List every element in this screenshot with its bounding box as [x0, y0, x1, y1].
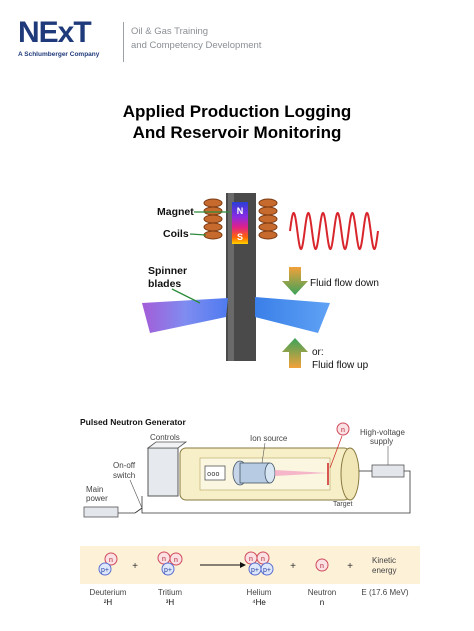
deuterium-particle: [98, 552, 118, 576]
neutron-figure-title: Pulsed Neutron Generator: [80, 417, 186, 427]
coils-leader: [189, 233, 207, 236]
helium-p1: p+: [251, 567, 259, 574]
neutron-n: n: [320, 563, 324, 570]
helium-n1: n: [249, 556, 253, 563]
controls-box: [147, 447, 179, 497]
neutron-name: Neutron: [308, 588, 336, 597]
title-line1: Applied Production Logging: [122, 102, 352, 121]
tagline-line1: Oil & Gas Training: [131, 26, 209, 37]
tritium-n2: n: [174, 557, 178, 564]
flow-up-label-line1: or:: [312, 347, 324, 358]
energy-name: E (17.6 MeV): [361, 588, 408, 597]
coil-element: [204, 465, 226, 481]
high-voltage-label-line2: supply: [370, 437, 393, 446]
title-line2: And Reservoir Monitoring: [132, 123, 342, 142]
flow-up-label-line2: Fluid flow up: [312, 360, 369, 371]
neutron-symbol: n: [341, 427, 345, 434]
logo-text: NExT: [18, 16, 92, 49]
pole-s-label: S: [237, 232, 243, 242]
helium-symbol: ⁴He: [252, 598, 266, 607]
coils: [203, 198, 278, 240]
high-voltage-supply: [371, 464, 405, 478]
tagline-line2: and Competency Development: [131, 40, 262, 51]
flow-down-label: Fluid flow down: [310, 278, 379, 289]
magnet-label: Magnet: [157, 206, 194, 218]
spinner-leader: [171, 288, 201, 304]
neutron-symbol-label: n: [320, 598, 324, 607]
plus-3: +: [347, 561, 353, 572]
deuterium-p: p+: [101, 567, 109, 574]
svg-text:ooo: ooo: [207, 471, 220, 479]
spinner-blade-right: [255, 297, 330, 333]
emitted-neutron: [336, 422, 350, 436]
flow-down-arrow: [282, 267, 308, 295]
onoff-label-line2: switch: [113, 471, 135, 480]
ion-beam: [275, 470, 328, 476]
helium-n2: n: [261, 556, 265, 563]
kinetic-energy-line2: energy: [372, 566, 396, 575]
tool-highlight: [228, 193, 234, 361]
plus-2: +: [290, 561, 296, 572]
magnet: [232, 202, 248, 244]
controls-label: Controls: [150, 433, 180, 442]
signal-wave: [289, 211, 379, 251]
tritium-symbol: ³H: [166, 598, 175, 607]
fusion-reaction-diagram: n p+ + n n p+ n n p+ p+ + n + Kinetic en…: [80, 546, 420, 607]
tritium-particle: [157, 551, 183, 576]
company-logo: NExT A Schlumberger Company: [18, 18, 118, 68]
helium-name: Helium: [247, 588, 272, 597]
tritium-n1: n: [162, 556, 166, 563]
main-power-box: [83, 506, 119, 518]
deuterium-name: Deuterium: [90, 588, 127, 597]
neutron-generator-diagram: Pulsed Neutron Generator Controls ooo Io…: [80, 417, 411, 518]
main-power-label-line2: power: [86, 494, 108, 503]
page-title: Applied Production Logging And Reservoir…: [0, 101, 474, 143]
tritium-name: Tritium: [158, 588, 182, 597]
plus-1: +: [132, 561, 138, 572]
helium-particle: [244, 551, 274, 576]
spinner-flowmeter-diagram: N S Magnet Coils Spinner blades Fluid fl…: [142, 193, 379, 371]
flow-up-arrow: [282, 338, 308, 368]
onoff-label-line1: On-off: [113, 461, 136, 470]
spinner-blade-left: [142, 298, 228, 333]
logo-subtext: A Schlumberger Company: [18, 51, 100, 58]
spinner-label-line1: Spinner: [148, 265, 187, 277]
coils-label: Coils: [163, 228, 189, 240]
neutron-particle: [315, 558, 329, 572]
spinner-label-line2: blades: [148, 278, 181, 290]
helium-p2: p+: [263, 567, 271, 574]
tagline: Oil & Gas Training and Competency Develo…: [131, 25, 261, 53]
header-divider: [123, 22, 124, 62]
high-voltage-label-line1: High-voltage: [360, 428, 405, 437]
target-label: Target: [333, 501, 353, 508]
kinetic-energy-line1: Kinetic: [372, 556, 396, 565]
tritium-p: p+: [164, 567, 172, 574]
main-power-label-line1: Main: [86, 485, 103, 494]
pole-n-label: N: [237, 206, 244, 216]
ion-source-label: Ion source: [250, 434, 288, 443]
deuterium-n: n: [109, 557, 113, 564]
onoff-switch: [134, 507, 143, 514]
deuterium-symbol: ²H: [104, 598, 113, 607]
